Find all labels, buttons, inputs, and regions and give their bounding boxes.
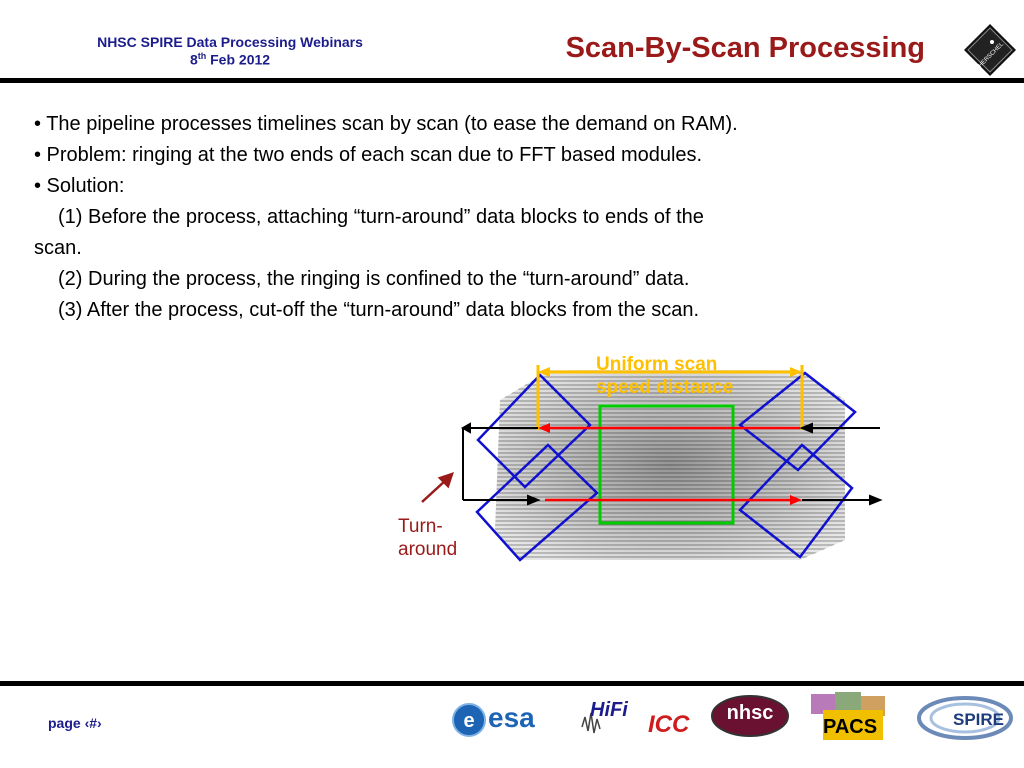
step-1: (1) Before the process, attaching “turn-…: [58, 206, 704, 228]
webinar-date: 8th Feb 2012: [189, 51, 271, 68]
bullet-list: • The pipeline processes timelines scan …: [34, 109, 964, 326]
turnaround-block-bottom-left: [475, 443, 599, 562]
nhsc-logo: nhsc: [710, 694, 790, 738]
esa-globe-icon: e: [452, 703, 486, 737]
pacs-mosaic-icon: [811, 692, 885, 740]
spire-logo: SPIRE: [915, 694, 1015, 742]
bullet-2: • Problem: ringing at the two ends of ea…: [34, 144, 703, 166]
uniform-label: Uniform scan speed distance: [596, 354, 734, 398]
hifi-icc-logo: HiFi ICC: [578, 697, 693, 743]
slide-title: Scan-By-Scan Processing: [565, 32, 925, 64]
pacs-logo: PACS: [805, 690, 900, 742]
turnaround-track: [460, 422, 883, 506]
turnaround-blocks: [475, 371, 857, 562]
esa-logo: e esa: [450, 700, 560, 740]
bullet-3: • Solution:: [34, 175, 125, 197]
uniform-distance-bracket: [536, 365, 804, 430]
turnaround-pointer-arrow: [421, 472, 454, 503]
svg-text:e: e: [463, 710, 474, 732]
turnaround-block-bottom-right: [738, 443, 854, 559]
uniform-scan-region: [598, 404, 735, 525]
turnaround-block-top-right: [737, 371, 857, 472]
step-2: (2) During the process, the ringing is c…: [58, 268, 690, 290]
turnaround-label: Turn- around: [398, 516, 458, 560]
bullet-1: • The pipeline processes timelines scan …: [34, 113, 738, 135]
page-number: page ‹#›: [48, 715, 102, 731]
header-divider: [0, 78, 1024, 83]
step-3: (3) After the process, cut-off the “turn…: [58, 299, 700, 321]
webinar-series-title: NHSC SPIRE Data Processing Webinars: [97, 34, 363, 50]
spire-swirl-icon: [917, 696, 1013, 740]
footer-divider: [0, 681, 1024, 686]
step-1-continued: scan.: [34, 237, 82, 259]
nhsc-ellipse-icon: [711, 695, 789, 737]
herschel-badge-icon: HERSCHEL: [964, 24, 1016, 76]
scan-lines: [538, 423, 802, 505]
hifi-waveform-icon: [581, 712, 601, 734]
turnaround-block-top-left: [476, 373, 592, 489]
